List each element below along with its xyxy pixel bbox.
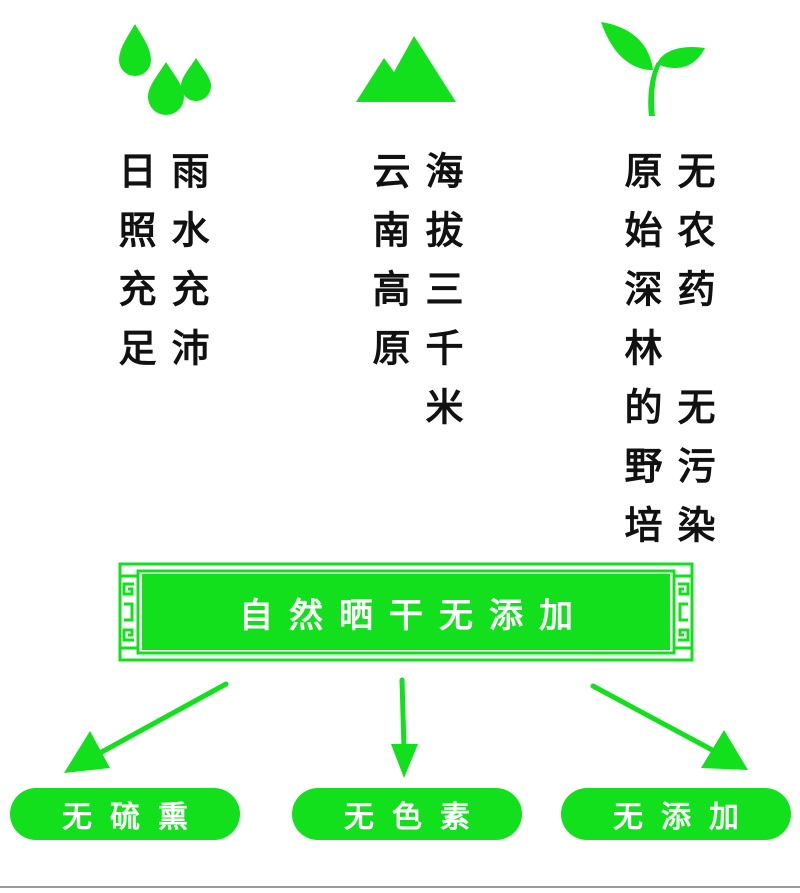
bottom-divider: [0, 886, 800, 888]
mountain-icon: [356, 36, 456, 102]
no-sulfur-badge: 无硫熏: [10, 788, 240, 840]
rain-text-right: 雨水充沛: [165, 151, 209, 387]
banner: 自然晒干无添加: [142, 574, 670, 650]
sprout-text-left: 原始深林的野培: [618, 151, 662, 564]
sprout-text-right: 无农药 无污染: [671, 151, 715, 564]
mountain-text-left: 云南高原: [366, 151, 410, 387]
banner-frame: [118, 562, 694, 662]
mountain-text-right: 海拔三千米: [419, 151, 463, 446]
sprout-icon: [601, 22, 705, 116]
rain-text-left: 日照充足: [112, 151, 156, 387]
no-additives-label: 无添加: [613, 800, 757, 835]
no-coloring-badge: 无色素: [292, 788, 522, 840]
banner-text: 自然晒干无添加: [239, 595, 589, 636]
no-additives-badge: 无添加: [561, 788, 791, 840]
no-coloring-label: 无色素: [344, 800, 488, 835]
no-sulfur-label: 无硫熏: [62, 800, 206, 835]
water-drops-icon: [119, 24, 211, 115]
